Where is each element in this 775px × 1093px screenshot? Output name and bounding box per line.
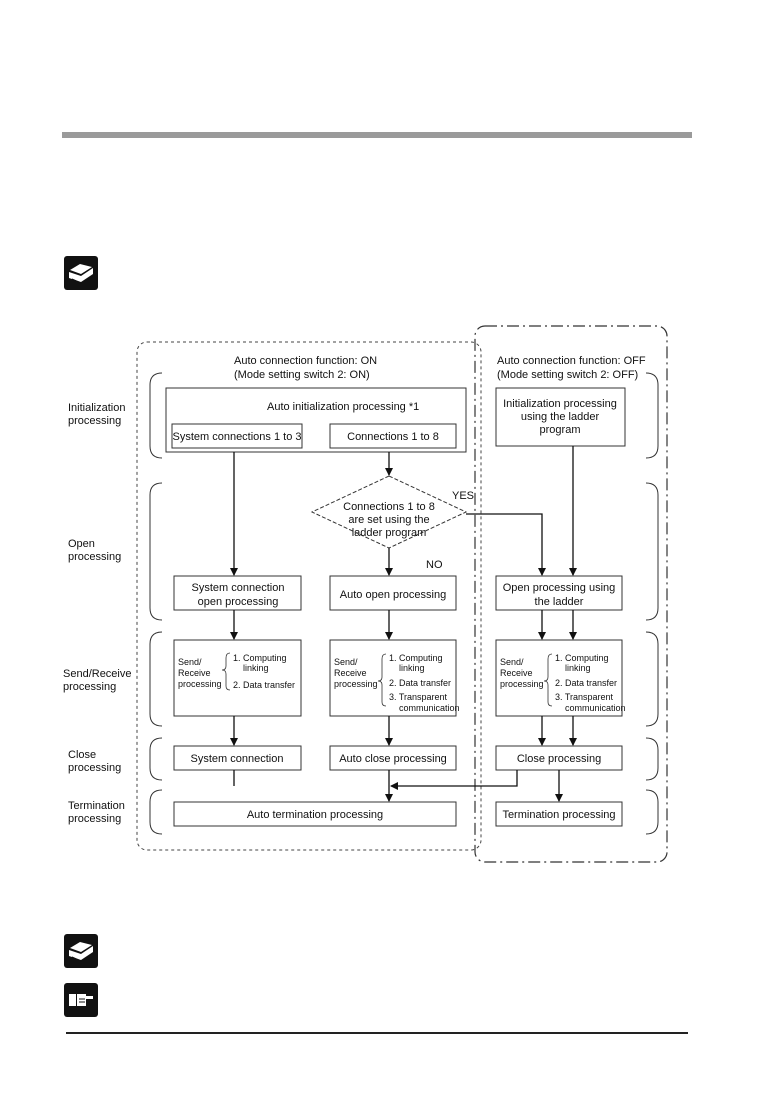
svg-text:3. Transparent: 3. Transparent [555,692,614,702]
auto-open-box [329,575,457,611]
svg-text:1. Computing: 1. Computing [389,653,443,663]
open-ladder-box [495,575,623,611]
svg-text:Receive: Receive [178,668,211,678]
svg-text:processing: processing [334,679,378,689]
system-connections-box [171,423,303,449]
send-receive-box-1: Send/ Receive processing 1. Computing li… [173,639,302,717]
svg-text:linking: linking [399,663,425,673]
pointing-hand-icon [64,983,98,1017]
auto-termination-label: Auto termination processing [247,809,383,821]
init-ladder-line-2: using the ladder [521,411,600,423]
decision-line-1: Connections 1 to 8 [343,501,435,513]
book-icon [64,934,98,968]
close-processing-box [495,745,623,771]
svg-text:communication: communication [565,703,626,713]
system-open-box [173,575,302,611]
svg-text:processing: processing [178,679,222,689]
system-open-line-2: open processing [198,596,279,608]
svg-text:1. Computing: 1. Computing [233,653,287,663]
termination-processing-label: Termination processing [502,809,615,821]
system-connection-label: System connection [191,753,284,765]
footer-rule [66,1032,688,1034]
auto-open-label: Auto open processing [340,589,446,601]
book-icon [64,256,98,290]
off-title-1: Auto connection function: OFF [497,355,646,367]
system-connection-close-box [173,745,302,771]
svg-text:Send/: Send/ [334,657,358,667]
system-connections-label: System connections 1 to 3 [172,431,301,443]
svg-text:Receive: Receive [334,668,367,678]
connections-1-8-label: Connections 1 to 8 [347,431,439,443]
termination-processing-box [495,801,623,827]
svg-text:2. Data transfer: 2. Data transfer [233,680,295,690]
svg-text:linking: linking [243,663,269,673]
open-ladder-line-1: Open processing using [503,582,616,594]
svg-text:processing: processing [500,679,544,689]
stage-brackets [149,372,659,835]
svg-text:communication: communication [399,703,460,713]
system-open-line-1: System connection [192,582,285,594]
decision-line-2: are set using the [348,514,429,526]
svg-text:Send/: Send/ [178,657,202,667]
auto-on-panel [136,341,482,851]
svg-text:2. Data transfer: 2. Data transfer [555,678,617,688]
header-rule [62,132,692,138]
svg-text:Send/: Send/ [500,657,524,667]
send-receive-box-2: Send/ Receive processing 1. Computing li… [329,639,460,717]
init-ladder-line-1: Initialization processing [503,398,617,410]
connections-1-8-box [329,423,457,449]
close-processing-label: Close processing [517,753,601,765]
auto-close-box [329,745,457,771]
svg-text:1. Computing: 1. Computing [555,653,609,663]
auto-init-label: Auto initialization processing *1 [267,401,419,413]
off-title-2: (Mode setting switch 2: OFF) [497,369,638,381]
svg-text:linking: linking [565,663,591,673]
send-receive-box-3: Send/ Receive processing 1. Computing li… [495,639,626,717]
auto-close-label: Auto close processing [339,753,447,765]
svg-text:3. Transparent: 3. Transparent [389,692,448,702]
decision-line-3: ladder program [352,527,427,539]
on-title-2: (Mode setting switch 2: ON) [234,369,370,381]
auto-off-panel [474,325,668,863]
on-title-1: Auto connection function: ON [234,355,377,367]
open-ladder-line-2: the ladder [535,596,584,608]
svg-text:Receive: Receive [500,668,533,678]
no-label: NO [426,559,443,571]
yes-label: YES [452,490,474,502]
flow-arrows [230,446,577,802]
auto-termination-box [173,801,457,827]
init-ladder-line-3: program [540,424,581,436]
svg-text:2. Data transfer: 2. Data transfer [389,678,451,688]
init-ladder-box [495,387,626,447]
